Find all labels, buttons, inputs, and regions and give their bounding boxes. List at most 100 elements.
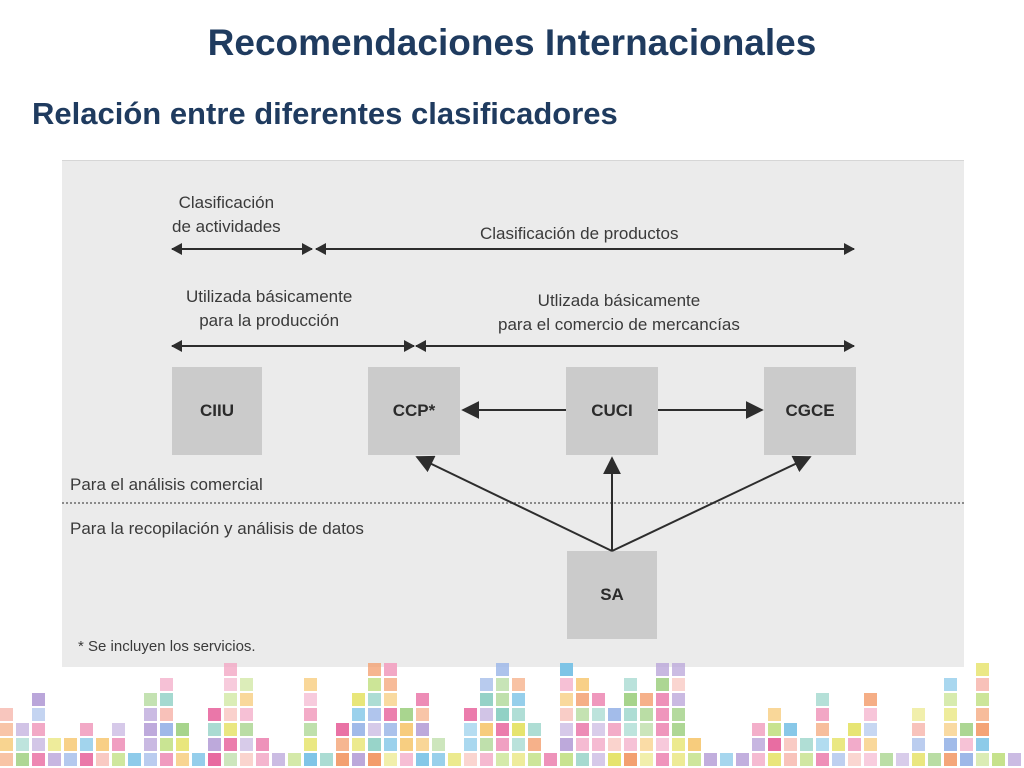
decor-block	[608, 738, 621, 751]
decor-block	[816, 753, 829, 766]
decor-block	[16, 753, 29, 766]
decor-block	[464, 738, 477, 751]
decor-block	[368, 678, 381, 691]
decor-block	[400, 723, 413, 736]
slide-subtitle: Relación entre diferentes clasificadores	[32, 96, 618, 131]
activity-classification-label: Clasificación de actividades	[172, 193, 281, 236]
decor-block	[432, 753, 445, 766]
decor-block	[560, 678, 573, 691]
decor-block	[784, 723, 797, 736]
decor-block	[464, 753, 477, 766]
decor-block	[336, 738, 349, 751]
decor-block	[768, 723, 781, 736]
decor-block	[608, 708, 621, 721]
decor-block	[576, 678, 589, 691]
decor-block	[32, 693, 45, 706]
decor-block	[384, 753, 397, 766]
decor-block	[688, 738, 701, 751]
decor-block	[640, 693, 653, 706]
decor-block	[384, 693, 397, 706]
decor-block	[368, 663, 381, 676]
decor-block	[64, 738, 77, 751]
decor-block	[80, 753, 93, 766]
decor-block	[480, 753, 493, 766]
decor-block	[624, 753, 637, 766]
decor-block	[224, 708, 237, 721]
decor-block	[512, 753, 525, 766]
decor-block	[848, 738, 861, 751]
decor-block	[304, 693, 317, 706]
decor-block	[160, 723, 173, 736]
decor-block	[96, 753, 109, 766]
diagram-connectors	[415, 401, 812, 552]
decor-block	[256, 738, 269, 751]
decor-block	[816, 693, 829, 706]
decor-block	[624, 723, 637, 736]
decor-block	[512, 708, 525, 721]
decor-block	[0, 723, 13, 736]
decor-block	[576, 753, 589, 766]
decor-block	[288, 753, 301, 766]
decor-block	[256, 753, 269, 766]
production-range-arrow	[171, 340, 415, 352]
decor-block	[656, 738, 669, 751]
decor-block	[832, 753, 845, 766]
decor-block	[384, 708, 397, 721]
decor-block	[224, 738, 237, 751]
decor-block	[896, 753, 909, 766]
decor-block	[448, 753, 461, 766]
decor-block	[176, 738, 189, 751]
decor-block	[592, 708, 605, 721]
decor-block	[672, 678, 685, 691]
decor-block	[496, 663, 509, 676]
decor-block	[224, 693, 237, 706]
slide-title: Recomendaciones Internacionales	[207, 22, 817, 63]
data-collection-label: Para la recopilación y análisis de datos	[70, 519, 364, 538]
decor-block	[864, 738, 877, 751]
decor-block	[320, 753, 333, 766]
decor-block	[672, 753, 685, 766]
decor-block	[432, 738, 445, 751]
decor-block	[768, 753, 781, 766]
decor-block	[576, 693, 589, 706]
decor-block	[144, 738, 157, 751]
decor-block	[224, 678, 237, 691]
decor-block	[944, 693, 957, 706]
decor-block	[848, 753, 861, 766]
decor-block	[576, 738, 589, 751]
decor-block	[928, 753, 941, 766]
decor-block	[752, 738, 765, 751]
decor-block	[832, 738, 845, 751]
decor-block	[208, 708, 221, 721]
decor-block	[368, 723, 381, 736]
product-range-arrow	[315, 243, 855, 255]
decor-block	[96, 738, 109, 751]
decor-block	[976, 753, 989, 766]
activity-range-arrow	[171, 243, 313, 255]
decor-block	[160, 693, 173, 706]
edge-sa-ccp	[415, 455, 613, 552]
decor-block	[80, 723, 93, 736]
decor-block	[800, 753, 813, 766]
decor-block	[176, 753, 189, 766]
decor-block	[816, 708, 829, 721]
decor-block	[352, 708, 365, 721]
decor-block	[624, 708, 637, 721]
decor-block	[624, 738, 637, 751]
decor-block	[336, 723, 349, 736]
decor-block	[848, 723, 861, 736]
node-cuci: CUCI	[566, 367, 658, 455]
decor-block	[864, 753, 877, 766]
decor-block	[208, 723, 221, 736]
decor-block	[672, 663, 685, 676]
decor-block	[944, 678, 957, 691]
decor-block	[384, 738, 397, 751]
decor-block	[704, 753, 717, 766]
decor-block	[944, 753, 957, 766]
decor-block	[304, 738, 317, 751]
node-sa: SA	[567, 551, 657, 639]
decor-block	[912, 753, 925, 766]
decor-block	[768, 708, 781, 721]
decor-block	[656, 678, 669, 691]
decor-block	[352, 693, 365, 706]
